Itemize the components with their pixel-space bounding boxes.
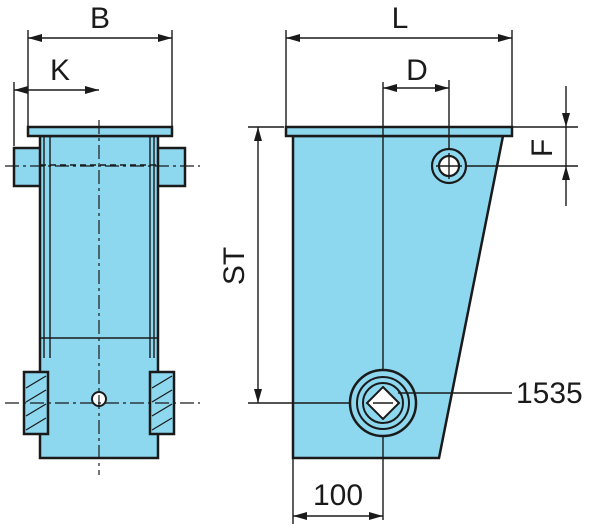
front-view bbox=[5, 120, 200, 475]
label-st: ST bbox=[218, 247, 251, 285]
axle-bearing bbox=[348, 368, 418, 438]
dimension-f: F bbox=[466, 86, 578, 206]
side-top-flange bbox=[284, 125, 514, 138]
label-100: 100 bbox=[313, 479, 363, 512]
upper-mounting-hole bbox=[430, 147, 468, 185]
dimension-l: L bbox=[285, 2, 513, 126]
label-l: L bbox=[392, 2, 409, 35]
right-boss bbox=[155, 146, 187, 188]
label-d: D bbox=[406, 54, 428, 87]
left-boss bbox=[12, 146, 44, 188]
label-b: B bbox=[90, 2, 110, 35]
label-part-number: 1535 bbox=[516, 377, 583, 410]
part-number-callout: 1535 bbox=[398, 377, 583, 410]
dimension-st: ST bbox=[218, 126, 350, 404]
label-k: K bbox=[50, 54, 70, 87]
label-f: F bbox=[526, 139, 559, 157]
dimension-100: 100 bbox=[292, 458, 383, 524]
front-top-flange bbox=[26, 125, 174, 138]
right-bearing-housing bbox=[148, 370, 176, 436]
dimension-d: D bbox=[383, 54, 450, 148]
dimension-k: K bbox=[13, 54, 99, 146]
dimension-b: B bbox=[27, 2, 173, 126]
side-view bbox=[284, 82, 514, 520]
